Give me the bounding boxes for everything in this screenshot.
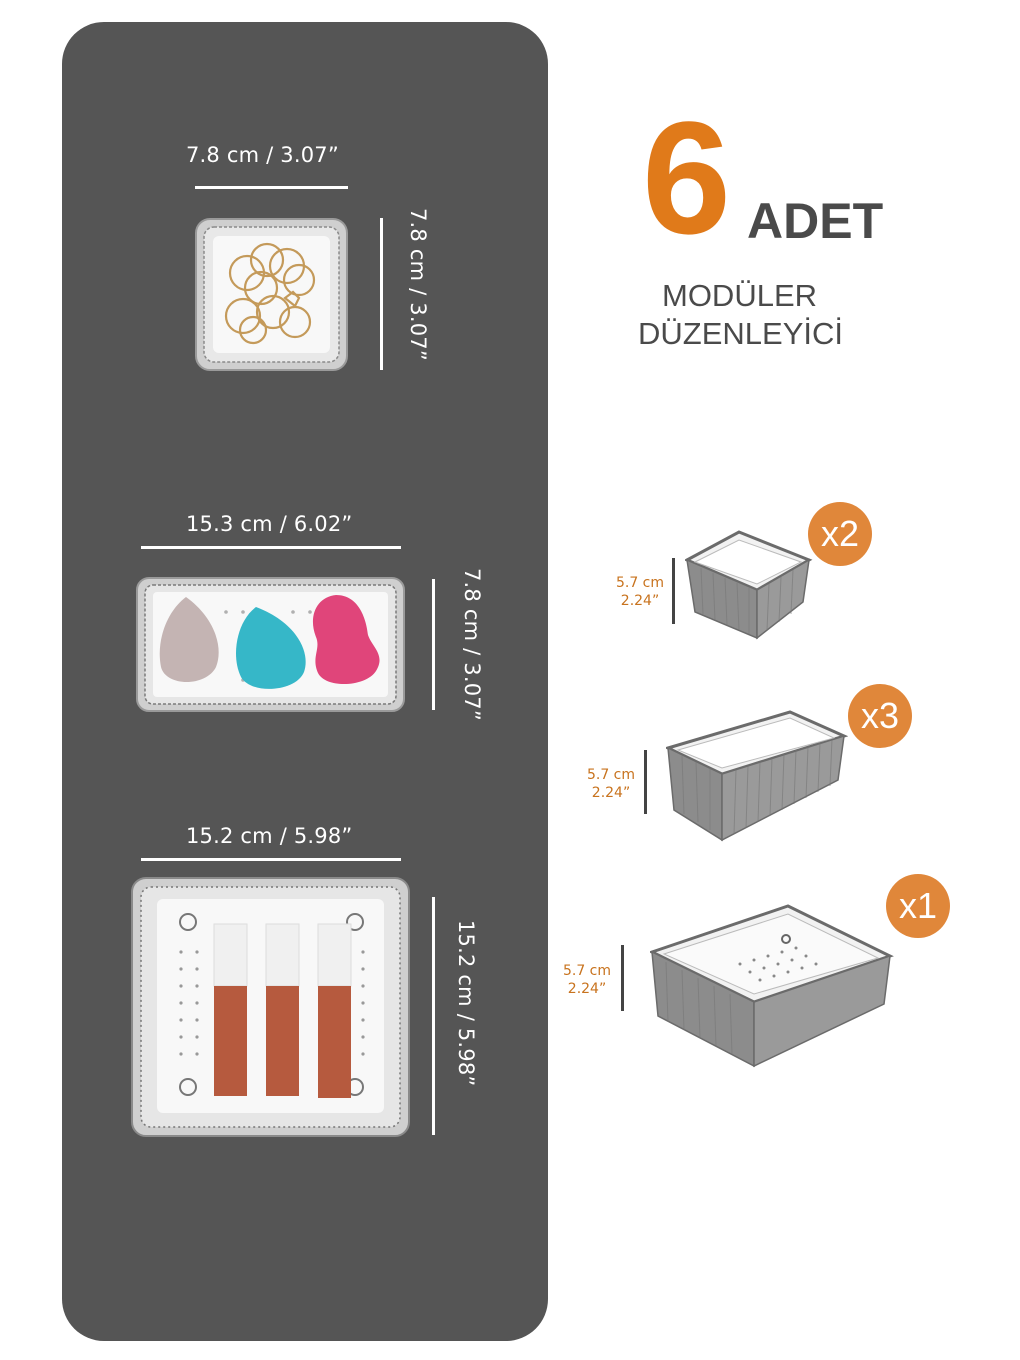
- box2-height-line: [644, 750, 647, 814]
- box3-height-in: 2.24”: [567, 981, 607, 997]
- count-number: 6: [642, 88, 731, 267]
- box1-height-cm: 5.7 cm: [615, 575, 665, 591]
- tray3-width-line: [141, 858, 401, 861]
- small-tray-with-rings-image: [195, 218, 348, 371]
- box2-height-in: 2.24”: [591, 785, 631, 801]
- subtitle-line1: MODÜLER: [662, 278, 818, 313]
- rectangular-tray-with-sponges-image: [136, 577, 405, 712]
- quantity-badge-x3: x3: [848, 684, 912, 748]
- box3-height-label: 5.7 cm 2.24”: [558, 962, 616, 998]
- box2-height-label: 5.7 cm 2.24”: [582, 766, 640, 802]
- tray3-depth-line: [432, 897, 435, 1135]
- tray2-width-label: 15.3 cm / 6.02”: [186, 512, 353, 536]
- quantity-badge-x1: x1: [886, 874, 950, 938]
- subtitle-line2: DÜZENLEYİCİ: [638, 316, 843, 351]
- box3-height-cm: 5.7 cm: [562, 963, 612, 979]
- box2-height-cm: 5.7 cm: [586, 767, 636, 783]
- tray1-width-label: 7.8 cm / 3.07”: [186, 143, 339, 167]
- tray2-width-line: [141, 546, 401, 549]
- tray1-depth-line: [380, 218, 383, 370]
- tray2-depth-line: [432, 579, 435, 710]
- rectangular-box-image: [666, 710, 848, 842]
- quantity-badge-x2: x2: [808, 502, 872, 566]
- tray2-depth-label: 7.8 cm / 3.07”: [460, 568, 484, 721]
- large-tray-with-lipgloss-image: [131, 877, 410, 1137]
- box1-height-label: 5.7 cm 2.24”: [611, 574, 669, 610]
- small-square-box-image: [685, 530, 813, 640]
- tray3-width-label: 15.2 cm / 5.98”: [186, 824, 353, 848]
- large-square-box-image: [650, 904, 894, 1068]
- box1-height-line: [672, 558, 675, 624]
- tray1-width-line: [195, 186, 348, 189]
- box3-height-line: [621, 945, 624, 1011]
- count-unit: ADET: [747, 193, 884, 249]
- box1-height-in: 2.24”: [620, 593, 660, 609]
- tray3-depth-label: 15.2 cm / 5.98”: [454, 920, 478, 1087]
- tray1-depth-label: 7.8 cm / 3.07”: [406, 208, 430, 361]
